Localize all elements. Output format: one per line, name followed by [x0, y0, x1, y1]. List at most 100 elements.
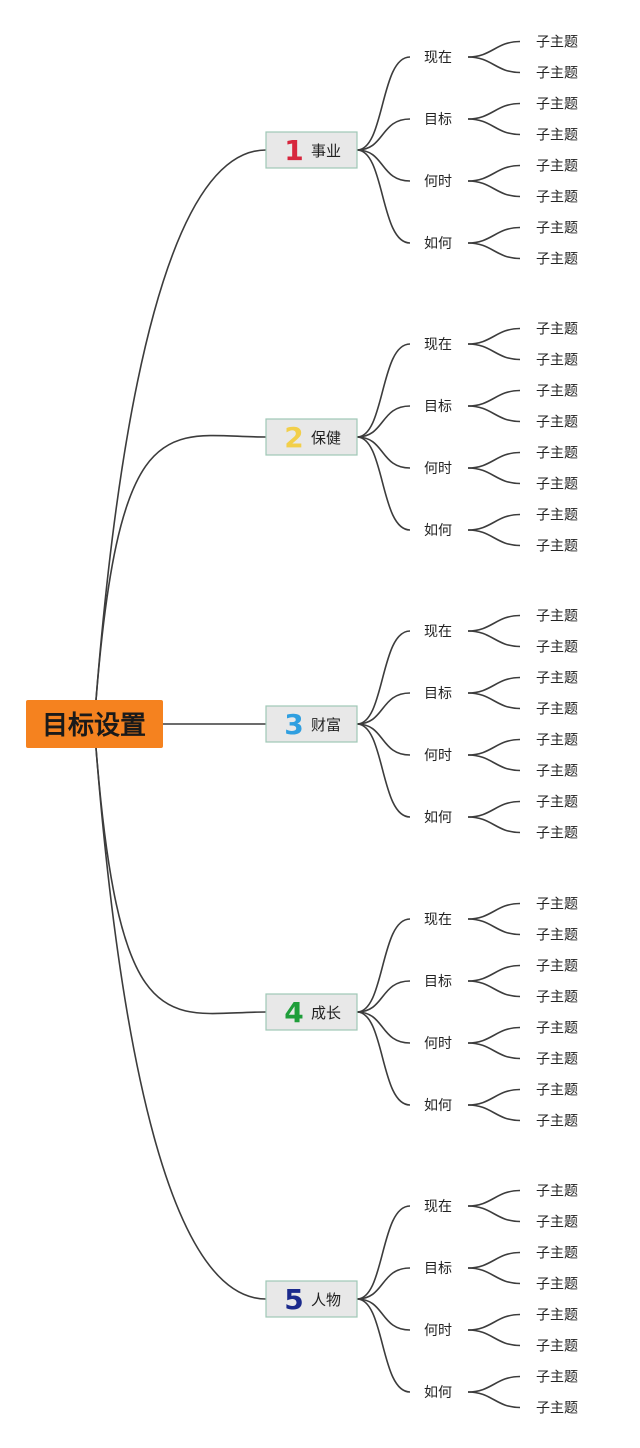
leaf-label[interactable]: 子主题 [536, 128, 578, 144]
leaf-label[interactable]: 子主题 [536, 795, 578, 811]
subtopic-label[interactable]: 目标 [424, 974, 452, 990]
branch-link [356, 436, 411, 469]
leaf-link [467, 164, 521, 182]
leaf-link [467, 1329, 521, 1347]
branch-link [356, 1011, 411, 1044]
branch-box [265, 418, 358, 456]
subtopic-label[interactable]: 如何 [424, 236, 452, 252]
leaf-label[interactable]: 子主题 [536, 1184, 578, 1200]
leaf-link [467, 692, 521, 710]
leaf-link [467, 513, 521, 531]
subtopic-label[interactable]: 现在 [424, 1199, 452, 1215]
leaf-label[interactable]: 子主题 [536, 415, 578, 431]
leaf-label[interactable]: 子主题 [536, 446, 578, 462]
leaf-link [467, 102, 521, 120]
subtopic-label[interactable]: 目标 [424, 112, 452, 128]
subtopic-label[interactable]: 如何 [424, 1098, 452, 1114]
leaf-label[interactable]: 子主题 [536, 35, 578, 51]
leaf-label[interactable]: 子主题 [536, 1021, 578, 1037]
subtopic-label[interactable]: 何时 [424, 748, 452, 764]
root-box [26, 700, 163, 748]
subtopic-label[interactable]: 何时 [424, 174, 452, 190]
leaf-link [467, 242, 521, 260]
leaf-link [467, 1251, 521, 1269]
leaf-label[interactable]: 子主题 [536, 190, 578, 206]
leaf-label[interactable]: 子主题 [536, 826, 578, 842]
leaf-link [467, 754, 521, 772]
leaf-label[interactable]: 子主题 [536, 1114, 578, 1130]
subtopic-label[interactable]: 何时 [424, 1036, 452, 1052]
leaf-label[interactable]: 子主题 [536, 66, 578, 82]
subtopic-label[interactable]: 现在 [424, 912, 452, 928]
branch-number: 1 [284, 134, 303, 167]
subtopic-label[interactable]: 现在 [424, 624, 452, 640]
leaf-link [467, 964, 521, 982]
leaf-link [467, 226, 521, 244]
leaf-label[interactable]: 子主题 [536, 1246, 578, 1262]
leaf-label[interactable]: 子主题 [536, 384, 578, 400]
subtopic-label[interactable]: 目标 [424, 686, 452, 702]
leaf-label[interactable]: 子主题 [536, 990, 578, 1006]
leaf-link [467, 1026, 521, 1044]
connector-lines [95, 40, 521, 1409]
subtopic-label[interactable]: 何时 [424, 461, 452, 477]
root-node[interactable]: 目标设置 [26, 700, 163, 748]
subtopic-label[interactable]: 如何 [424, 1385, 452, 1401]
leaf-link [467, 1375, 521, 1393]
subtopic-label[interactable]: 如何 [424, 810, 452, 826]
subtopic-label[interactable]: 现在 [424, 50, 452, 66]
leaf-link [467, 1391, 521, 1409]
leaf-label[interactable]: 子主题 [536, 764, 578, 780]
branch-link [356, 723, 411, 818]
leaf-label[interactable]: 子主题 [536, 159, 578, 175]
branch-link [356, 918, 411, 1013]
leaf-label[interactable]: 子主题 [536, 1052, 578, 1068]
branch-label: 成长 [311, 1004, 341, 1022]
leaf-label[interactable]: 子主题 [536, 252, 578, 268]
subtopic-label[interactable]: 目标 [424, 399, 452, 415]
subtopic-label[interactable]: 目标 [424, 1261, 452, 1277]
leaf-label[interactable]: 子主题 [536, 539, 578, 555]
leaf-label[interactable]: 子主题 [536, 353, 578, 369]
subtopic-label[interactable]: 何时 [424, 1323, 452, 1339]
leaf-label[interactable]: 子主题 [536, 1083, 578, 1099]
branch-number: 4 [284, 996, 303, 1029]
leaf-label[interactable]: 子主题 [536, 609, 578, 625]
leaf-label[interactable]: 子主题 [536, 322, 578, 338]
branch-link [356, 1267, 411, 1300]
leaf-label[interactable]: 子主题 [536, 733, 578, 749]
leaf-link [467, 405, 521, 423]
leaf-link [467, 327, 521, 345]
leaf-label[interactable]: 子主题 [536, 1339, 578, 1355]
leaf-label[interactable]: 子主题 [536, 702, 578, 718]
leaf-link [467, 451, 521, 469]
root-link [95, 149, 267, 701]
leaf-label[interactable]: 子主题 [536, 1401, 578, 1417]
leaf-label[interactable]: 子主题 [536, 1370, 578, 1386]
leaf-label[interactable]: 子主题 [536, 671, 578, 687]
leaf-label[interactable]: 子主题 [536, 959, 578, 975]
leaf-label[interactable]: 子主题 [536, 1215, 578, 1231]
leaf-label[interactable]: 子主题 [536, 1308, 578, 1324]
leaf-label[interactable]: 子主题 [536, 928, 578, 944]
branch-box [265, 993, 358, 1031]
subtopic-label[interactable]: 现在 [424, 337, 452, 353]
branch-node[interactable]: 4 成长 [265, 993, 358, 1031]
leaf-link [467, 800, 521, 818]
leaf-label[interactable]: 子主题 [536, 477, 578, 493]
leaf-label[interactable]: 子主题 [536, 1277, 578, 1293]
leaf-label[interactable]: 子主题 [536, 97, 578, 113]
leaf-label[interactable]: 子主题 [536, 508, 578, 524]
leaf-label[interactable]: 子主题 [536, 897, 578, 913]
leaf-link [467, 1088, 521, 1106]
branch-number: 2 [284, 421, 303, 454]
subtopic-label[interactable]: 如何 [424, 523, 452, 539]
leaf-label[interactable]: 子主题 [536, 640, 578, 656]
leaf-label[interactable]: 子主题 [536, 221, 578, 237]
leaf-link [467, 1104, 521, 1122]
